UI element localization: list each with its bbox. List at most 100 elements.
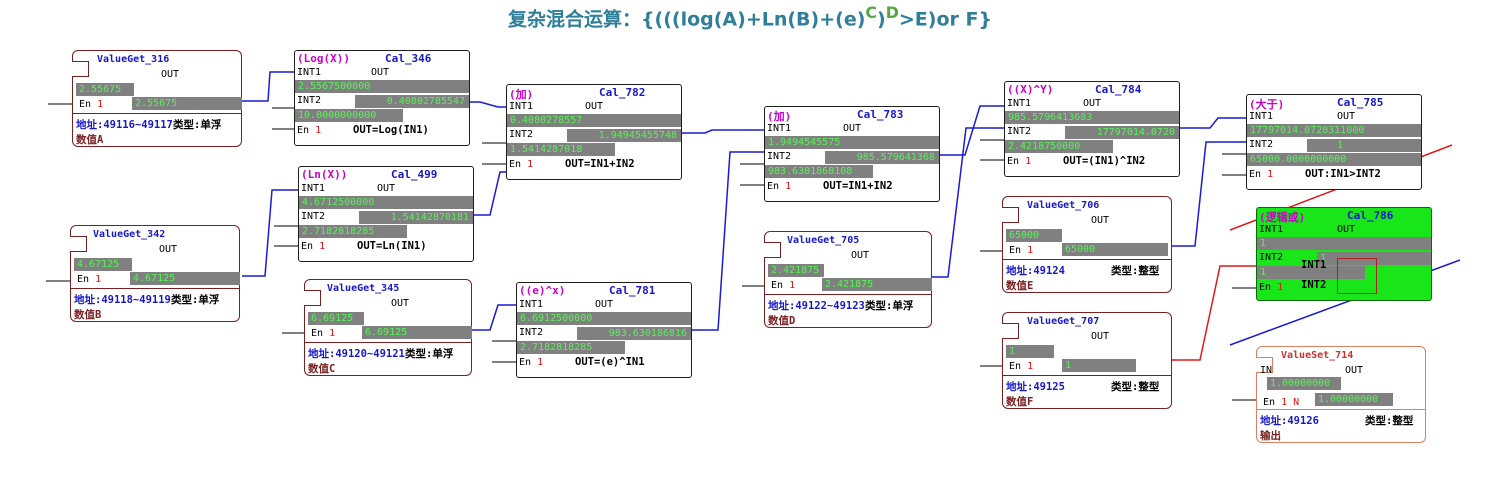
out-label: OUT bbox=[371, 67, 390, 78]
wire bbox=[940, 105, 1004, 156]
type-label: 类型:单浮 bbox=[171, 294, 220, 306]
valueget-707-node[interactable]: ValueGet_707 OUT 1 En 1 1 地址:49125 类型:整型… bbox=[1002, 312, 1172, 409]
value-bar: 2.55675 bbox=[76, 83, 134, 96]
out-label: OUT bbox=[1091, 331, 1110, 342]
int1-label: INT1 bbox=[1249, 111, 1274, 122]
cal-783-node[interactable]: (加) Cal_783 INT1 OUT 1.9494545575 INT2 9… bbox=[764, 106, 940, 202]
en-label: En 1 bbox=[311, 328, 336, 339]
valueget-316-node[interactable]: ValueGet_316 OUT 2.55675 En 1 2.55675 地址… bbox=[72, 50, 242, 147]
separator-line bbox=[1003, 375, 1171, 376]
int1-label: INT1 bbox=[297, 67, 322, 78]
desc-label: 输出 bbox=[1260, 430, 1281, 442]
int1-value-bar: 17797014.0720311000 bbox=[1247, 124, 1421, 137]
out-value-bar: 17797014.0720 bbox=[1065, 126, 1179, 139]
formula-label: OUT=Ln(IN1) bbox=[357, 240, 427, 252]
operation-label: (Log(X)) bbox=[297, 52, 350, 65]
valueget-705-node[interactable]: ValueGet_705 OUT 2.421875 En 1 2.421875 … bbox=[764, 231, 932, 328]
valueget-706-node[interactable]: ValueGet_706 OUT 65000 En 1 65000 地址:491… bbox=[1002, 196, 1172, 293]
wire bbox=[242, 189, 298, 277]
valueget-345-node[interactable]: ValueGet_345 OUT 6.69125 En 1 6.69125 地址… bbox=[304, 279, 472, 376]
int1-value-bar: 6.6912500000 bbox=[517, 312, 691, 325]
formula-label: OUT=IN1+IN2 bbox=[565, 158, 635, 170]
value-bar: 4.67125 bbox=[74, 258, 132, 271]
address-label: 地址:49116~49117 bbox=[76, 119, 173, 131]
out-label: OUT bbox=[843, 123, 862, 134]
type-label: 类型:单浮 bbox=[865, 300, 914, 312]
operation-label: ((X)^Y) bbox=[1007, 83, 1054, 96]
address-label: 地址:49120~49121 bbox=[308, 348, 405, 360]
cal-499-node[interactable]: (Ln(X)) Cal_499 INT1 OUT 4.6712500000 IN… bbox=[298, 166, 474, 262]
int1-label: INT1 bbox=[519, 299, 544, 310]
stub-wires bbox=[46, 103, 1258, 401]
type-label: 类型:整型 bbox=[1111, 381, 1160, 393]
out-label: OUT bbox=[159, 244, 178, 255]
int1-label: INT1 bbox=[301, 183, 326, 194]
valueget-342-node[interactable]: ValueGet_342 OUT 4.67125 En 1 4.67125 地址… bbox=[70, 225, 240, 322]
out-value-bar: 0.40802785547 bbox=[355, 95, 469, 108]
output-bar: 65000 bbox=[1062, 243, 1168, 256]
node-name: ValueGet_706 bbox=[1027, 200, 1100, 211]
address-label: 地址:49118~49119 bbox=[74, 294, 171, 306]
wire bbox=[932, 127, 1004, 278]
formula-int1-label: INT1 bbox=[1301, 259, 1327, 271]
operation-label: ((e)^x) bbox=[519, 284, 566, 297]
cal-784-node[interactable]: ((X)^Y) Cal_784 INT1 OUT 985.5796413683 … bbox=[1004, 81, 1180, 177]
int2-value-bar: 1.5414287018 bbox=[507, 143, 615, 156]
out-label: OUT bbox=[595, 299, 614, 310]
int1-value-bar: 1.9494545575 bbox=[765, 136, 939, 149]
int2-label: INT2 bbox=[1249, 139, 1274, 150]
value-bar: 1 bbox=[1006, 345, 1054, 358]
cal-786-node[interactable]: (逻辑或) Cal_786 INT1 OUT 1 INT2 1 1 En 1 I… bbox=[1256, 207, 1432, 301]
wire bbox=[682, 129, 764, 134]
cal-781-node[interactable]: ((e)^x) Cal_781 INT1 OUT 6.6912500000 IN… bbox=[516, 282, 692, 378]
out-value-bar: 1.54142870181 bbox=[359, 211, 473, 224]
en-label: En 1 bbox=[771, 280, 796, 291]
cal-346-node[interactable]: (Log(X)) Cal_346 INT1 OUT 2.5567500000 I… bbox=[294, 50, 470, 146]
out-label: OUT bbox=[1091, 215, 1110, 226]
int2-value-bar: 10.0000000000 bbox=[295, 109, 403, 122]
selection-box bbox=[1337, 258, 1377, 294]
out-label: OUT bbox=[391, 298, 410, 309]
type-label: 类型:单浮 bbox=[405, 348, 454, 360]
operation-label: (大于) bbox=[1249, 98, 1285, 111]
separator-line bbox=[1003, 259, 1171, 260]
int1-value-bar: 1 bbox=[1257, 237, 1431, 250]
int1-label: INT1 bbox=[767, 123, 792, 134]
cal-782-node[interactable]: (加) Cal_782 INT1 OUT 0.4080278557 INT2 1… bbox=[506, 84, 682, 180]
desc-label: 数值E bbox=[1006, 280, 1034, 292]
int1-value-bar: 0.4080278557 bbox=[507, 114, 681, 127]
operation-label: (加) bbox=[509, 88, 534, 101]
en-label: En 1 bbox=[509, 159, 534, 170]
cal-785-node[interactable]: (大于) Cal_785 INT1 OUT 17797014.072031100… bbox=[1246, 94, 1422, 190]
int1-label: INT1 bbox=[1259, 224, 1284, 235]
node-name: Cal_782 bbox=[599, 86, 646, 99]
int1-value-bar: 4.6712500000 bbox=[299, 196, 473, 209]
int2-label: INT2 bbox=[1007, 126, 1032, 137]
operation-label: (逻辑或) bbox=[1259, 211, 1306, 224]
en-label: En 1 bbox=[1249, 169, 1274, 180]
en-label: En 1 bbox=[297, 125, 322, 136]
node-tab bbox=[764, 242, 781, 258]
node-tab bbox=[70, 236, 87, 252]
int1-value-bar: 2.5567500000 bbox=[295, 80, 469, 93]
int1-value-bar: 985.5796413683 bbox=[1005, 111, 1179, 124]
out-label: OUT bbox=[585, 101, 604, 112]
value-bar: 6.69125 bbox=[308, 312, 364, 325]
out-value-bar: 1.94945455748 bbox=[567, 129, 681, 142]
int2-label: INT2 bbox=[767, 151, 792, 162]
en-label: En 1 bbox=[519, 357, 544, 368]
node-name: Cal_783 bbox=[857, 108, 904, 121]
valueset-714-node[interactable]: ValueSet_714 IN OUT 1.00000000 En 1 N 1.… bbox=[1256, 346, 1426, 443]
page-title: 复杂混合运算：{(((log(A)+Ln(B)+(e)C)D>E)or F} bbox=[508, 3, 992, 31]
type-label: 类型:整型 bbox=[1365, 415, 1414, 427]
int2-value-bar: 2.4218750000 bbox=[1005, 140, 1113, 153]
wire bbox=[1180, 117, 1246, 129]
output-bar: 2.421875 bbox=[822, 278, 932, 291]
wire bbox=[1170, 265, 1256, 361]
desc-label: 数值A bbox=[76, 134, 104, 146]
separator-line bbox=[73, 113, 241, 114]
exponent-c: C bbox=[865, 3, 878, 22]
node-name: Cal_786 bbox=[1347, 209, 1394, 222]
desc-label: 数值C bbox=[308, 363, 336, 375]
int2-value-bar: 983.6301868108 bbox=[765, 165, 873, 178]
